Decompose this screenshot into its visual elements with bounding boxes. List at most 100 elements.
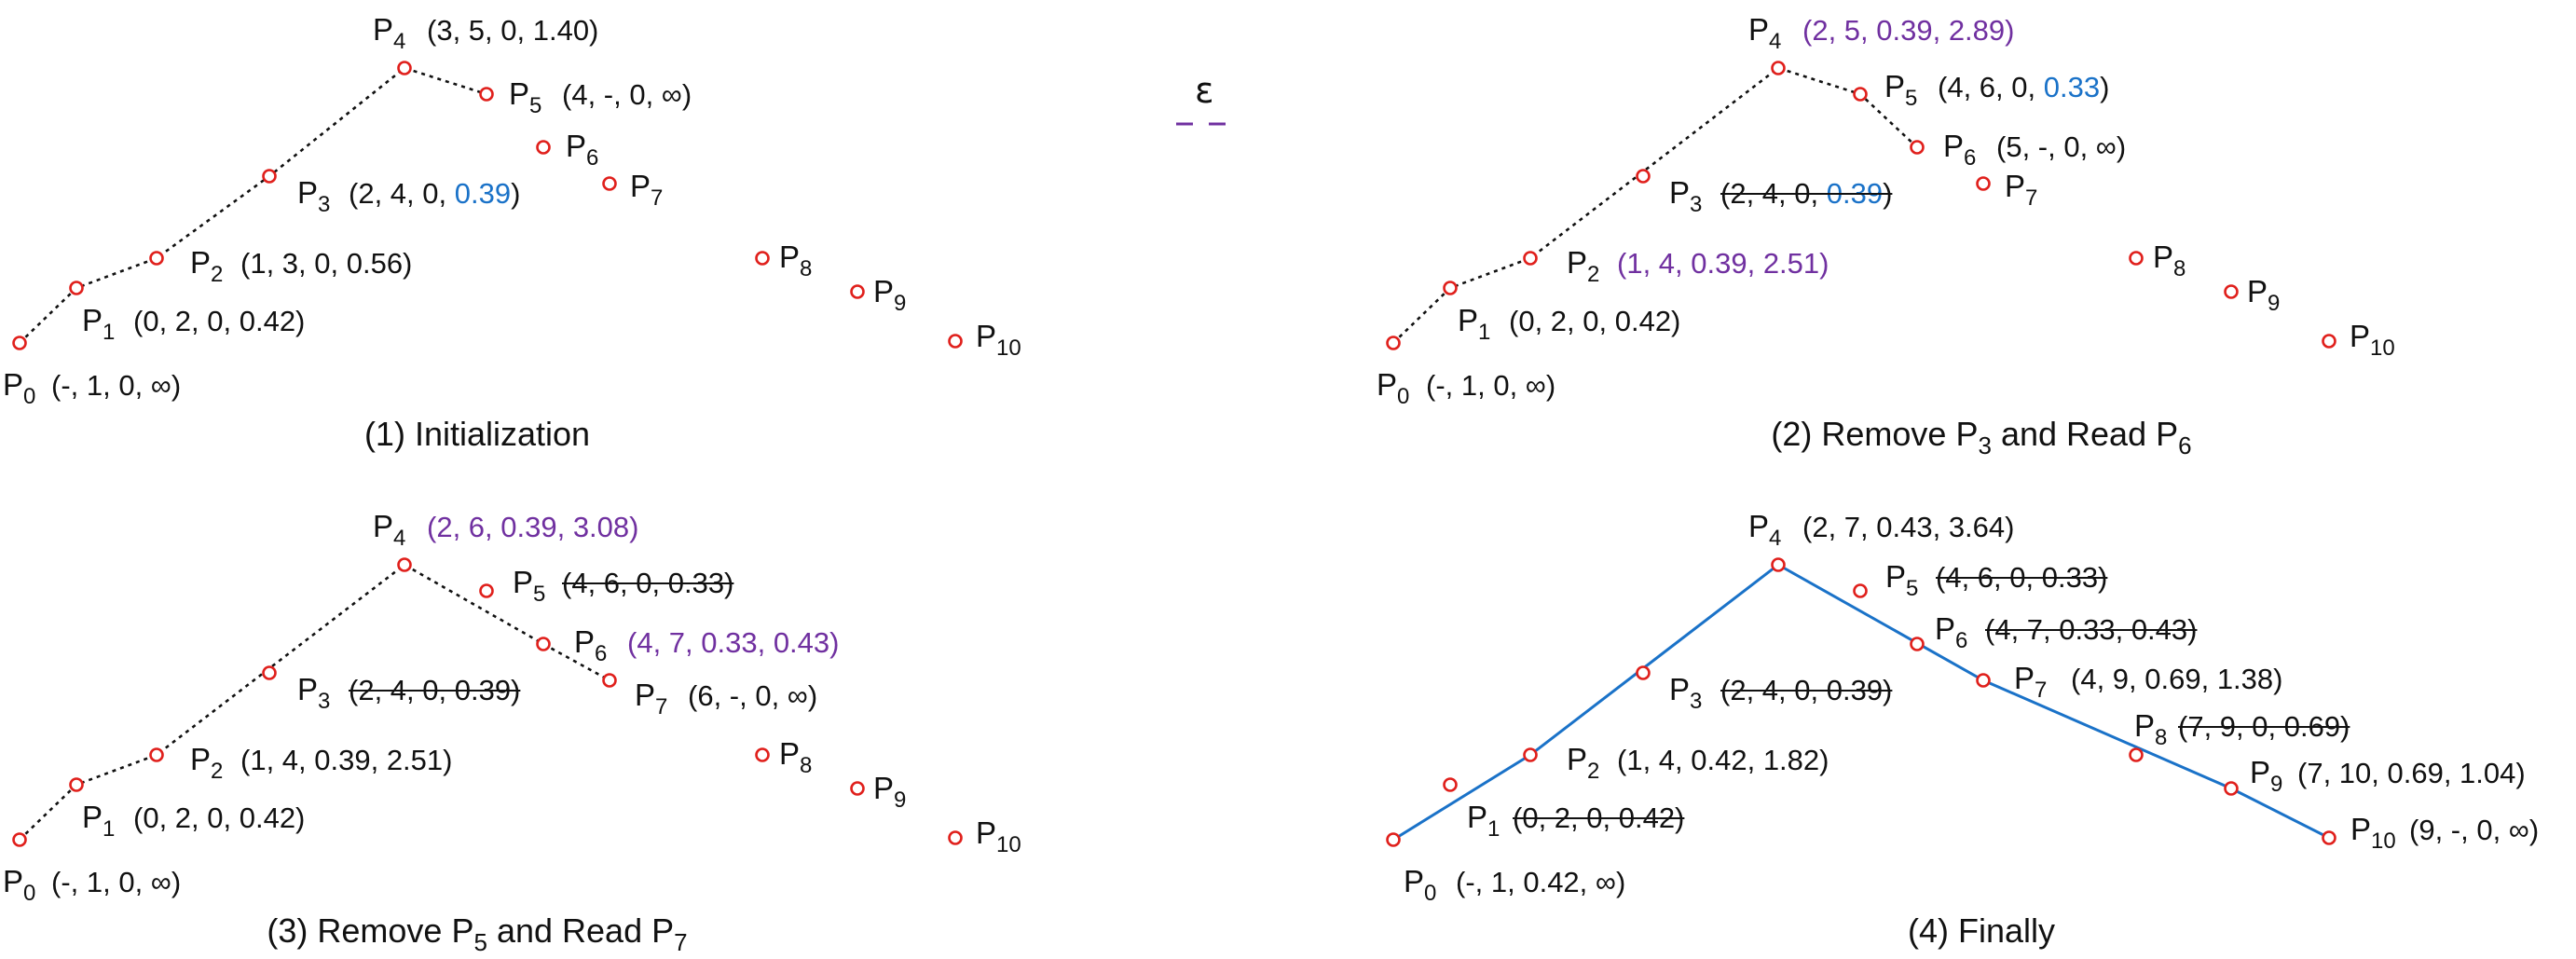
panel-2: P0(-, 1, 0, ∞)P1(0, 2, 0, 0.42)P2(1, 4, … bbox=[1377, 12, 2395, 459]
point-p9-marker bbox=[850, 781, 865, 796]
point-p4-marker bbox=[1771, 557, 1786, 572]
point-p1-label: P1 bbox=[1467, 800, 1500, 842]
point-p2-label: P2 bbox=[190, 245, 223, 287]
point-p7-label: P7 bbox=[2014, 661, 2047, 703]
point-p6-marker bbox=[1910, 637, 1925, 651]
panel-3-caption: (3) Remove P5 and Read P7 bbox=[267, 911, 687, 956]
point-p2-marker bbox=[149, 251, 164, 266]
point-p0-label: P0 bbox=[3, 864, 35, 906]
point-p5-marker bbox=[1853, 583, 1868, 598]
point-p0-tuple: (-, 1, 0.42, ∞) bbox=[1456, 866, 1625, 898]
point-p4-marker bbox=[397, 557, 412, 572]
point-p3-label: P3 bbox=[297, 175, 330, 217]
point-p7-marker bbox=[602, 673, 617, 688]
point-p10-label: P10 bbox=[976, 815, 1021, 857]
point-p7-marker bbox=[1976, 673, 1991, 688]
point-p9-marker bbox=[2224, 284, 2239, 299]
point-p0-marker bbox=[12, 832, 27, 847]
point-p0-tuple: (-, 1, 0, ∞) bbox=[51, 369, 181, 402]
point-p10-tuple: (9, -, 0, ∞) bbox=[2409, 814, 2539, 846]
point-p3-label: P3 bbox=[297, 672, 330, 714]
point-p0-label: P0 bbox=[1404, 864, 1436, 906]
point-p7-label: P7 bbox=[635, 678, 667, 719]
point-p2-tuple: (1, 4, 0.39, 2.51) bbox=[240, 744, 452, 776]
simplified-polyline bbox=[1392, 563, 2330, 842]
point-p5-label: P5 bbox=[513, 565, 545, 607]
point-p10-marker bbox=[948, 334, 963, 349]
point-p4-tuple: (2, 5, 0.39, 2.89) bbox=[1802, 14, 2014, 47]
panel-1-caption: (1) Initialization bbox=[364, 415, 590, 453]
point-p1-label: P1 bbox=[82, 303, 115, 345]
panel-3: P0(-, 1, 0, ∞)P1(0, 2, 0, 0.42)P2(1, 4, … bbox=[3, 509, 1021, 956]
point-p6-tuple: (5, -, 0, ∞) bbox=[1996, 130, 2126, 163]
point-p8-label: P8 bbox=[779, 240, 812, 281]
point-p3-marker bbox=[262, 665, 277, 680]
point-p3-marker bbox=[1636, 665, 1651, 680]
point-p1-marker bbox=[69, 777, 84, 792]
point-p9-label: P9 bbox=[873, 771, 906, 813]
point-p6-marker bbox=[536, 140, 551, 155]
point-p4-marker bbox=[1771, 61, 1786, 75]
current-polyline bbox=[19, 563, 610, 841]
point-p4-marker bbox=[397, 61, 412, 75]
panel-2-caption: (2) Remove P3 and Read P6 bbox=[1771, 415, 2191, 459]
point-p10-marker bbox=[2322, 830, 2336, 845]
point-p5-tuple: (4, -, 0, ∞) bbox=[562, 78, 692, 111]
point-p2-tuple: (1, 3, 0, 0.56) bbox=[240, 247, 412, 280]
point-p2-marker bbox=[1523, 747, 1538, 762]
point-p10-label: P10 bbox=[976, 319, 1021, 361]
point-p10-label: P10 bbox=[2350, 812, 2396, 854]
point-p8-label: P8 bbox=[2153, 240, 2185, 281]
point-p9-marker bbox=[2224, 781, 2239, 796]
point-p2-label: P2 bbox=[1567, 245, 1599, 287]
point-p8-marker bbox=[755, 747, 770, 762]
point-p4-label: P4 bbox=[373, 509, 405, 551]
point-p8-marker bbox=[755, 251, 770, 266]
point-p2-tuple: (1, 4, 0.39, 2.51) bbox=[1617, 247, 1829, 280]
point-p7-marker bbox=[602, 176, 617, 191]
point-p5-marker bbox=[479, 583, 494, 598]
point-p7-tuple: (6, -, 0, ∞) bbox=[688, 679, 817, 712]
point-p10-label: P10 bbox=[2350, 319, 2395, 361]
point-p0-marker bbox=[1386, 832, 1401, 847]
panel-4-caption: (4) Finally bbox=[1908, 911, 2055, 950]
point-p1-marker bbox=[1443, 777, 1458, 792]
point-p1-label: P1 bbox=[82, 800, 115, 842]
point-p1-marker bbox=[69, 281, 84, 295]
point-p9-label: P9 bbox=[873, 274, 906, 316]
point-p2-marker bbox=[149, 747, 164, 762]
point-p3-marker bbox=[262, 169, 277, 184]
point-p8-label: P8 bbox=[779, 736, 812, 778]
point-p0-tuple: (-, 1, 0, ∞) bbox=[1426, 369, 1555, 402]
point-p7-label: P7 bbox=[2005, 169, 2037, 211]
point-p9-tuple: (7, 10, 0.69, 1.04) bbox=[2297, 757, 2526, 789]
point-p1-tuple: (0, 2, 0, 0.42) bbox=[133, 801, 305, 834]
epsilon-legend: ε bbox=[1176, 70, 1226, 126]
point-p7-label: P7 bbox=[630, 169, 663, 211]
point-p10-marker bbox=[2322, 334, 2336, 349]
point-p0-label: P0 bbox=[1377, 367, 1409, 409]
point-p3-label: P3 bbox=[1669, 672, 1702, 714]
point-p5-marker bbox=[1853, 87, 1868, 102]
point-p9-label: P9 bbox=[2250, 755, 2282, 797]
point-p4-label: P4 bbox=[1748, 12, 1781, 54]
point-p2-marker bbox=[1523, 251, 1538, 266]
point-p0-label: P0 bbox=[3, 367, 35, 409]
panel-4: P0(-, 1, 0.42, ∞)P1(0, 2, 0, 0.42)P2(1, … bbox=[1386, 509, 2539, 950]
point-p4-tuple: (3, 5, 0, 1.40) bbox=[427, 14, 598, 47]
point-p9-label: P9 bbox=[2247, 274, 2280, 316]
point-p6-label: P6 bbox=[566, 129, 598, 171]
point-p4-tuple: (2, 7, 0.43, 3.64) bbox=[1802, 511, 2014, 543]
point-p1-label: P1 bbox=[1458, 303, 1490, 345]
point-p5-label: P5 bbox=[1884, 69, 1917, 111]
point-p6-label: P6 bbox=[1943, 129, 1976, 171]
point-p6-marker bbox=[1910, 140, 1925, 155]
point-p3-label: P3 bbox=[1669, 175, 1702, 217]
point-p5-marker bbox=[479, 87, 494, 102]
point-p6-tuple: (4, 7, 0.33, 0.43) bbox=[627, 626, 839, 659]
panel-1: P0(-, 1, 0, ∞)P1(0, 2, 0, 0.42)P2(1, 3, … bbox=[3, 12, 1021, 453]
point-p0-tuple: (-, 1, 0, ∞) bbox=[51, 866, 181, 898]
point-p8-label: P8 bbox=[2134, 708, 2167, 750]
point-p0-marker bbox=[12, 336, 27, 350]
